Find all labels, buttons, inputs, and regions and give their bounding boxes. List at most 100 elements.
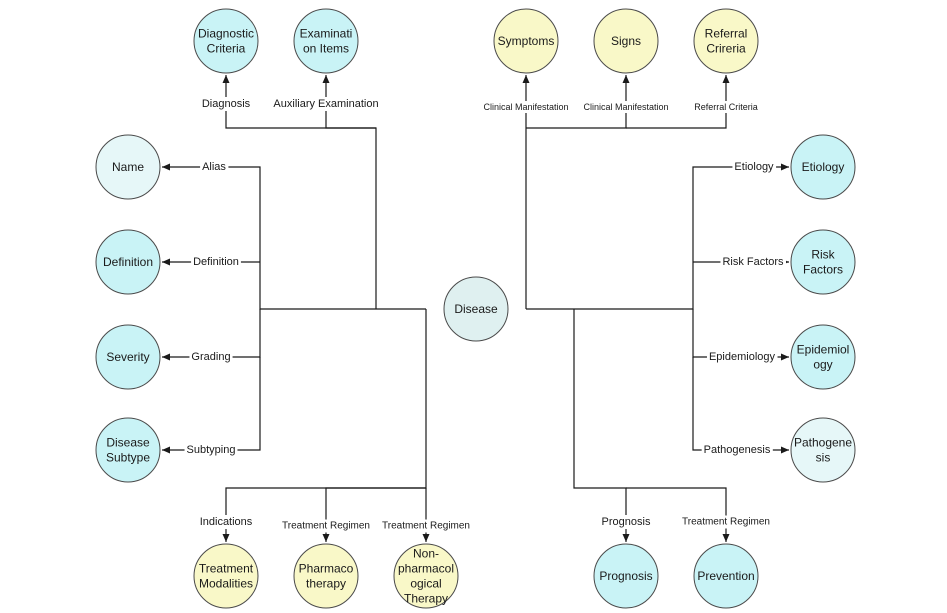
edge-label-text: Clinical Manifestation: [483, 102, 568, 112]
edge-line: [325, 75, 376, 129]
edge-line: [692, 357, 789, 451]
arrow-head-icon: [722, 75, 730, 83]
edge-label-background: [706, 350, 778, 364]
edge-label-referral-criteria-edge: Referral Criteria: [692, 101, 760, 113]
edge-label-text: Diagnosis: [202, 98, 251, 110]
edge-label-text: Treatment Regimen: [682, 517, 770, 528]
node-circle: [193, 543, 259, 609]
arrow-head-icon: [722, 534, 730, 542]
node-label-line: therapy: [306, 577, 346, 591]
node-circle: [790, 229, 856, 295]
arrow-head-icon: [522, 75, 530, 83]
node-label-line: Modalities: [199, 577, 253, 591]
edge-referral-criteria-edge: [626, 75, 730, 129]
edge-clinical-manifestation-symptoms: [522, 75, 530, 309]
edge-indications: [222, 309, 427, 542]
node-circle: [790, 134, 856, 200]
node-pathogenesis[interactable]: Pathogenesis: [790, 417, 856, 483]
node-symptoms[interactable]: Symptoms: [493, 8, 559, 74]
node-prognosis[interactable]: Prognosis: [593, 543, 659, 609]
edge-auxiliary-examination: [322, 75, 376, 129]
edge-label-background: [581, 101, 671, 113]
edge-label-auxiliary-examination: Auxiliary Examination: [271, 97, 381, 111]
edge-label-background: [271, 97, 381, 111]
node-signs[interactable]: Signs: [593, 8, 659, 74]
edge-label-prognosis-edge: Prognosis: [599, 515, 653, 529]
edge-label-background: [481, 101, 571, 113]
node-circle: [790, 324, 856, 390]
edge-subtyping: [162, 357, 261, 454]
edge-label-text: Auxiliary Examination: [273, 98, 378, 110]
node-etiology[interactable]: Etiology: [790, 134, 856, 200]
edge-labels-layer: Diagnosis Auxiliary Examination Clinical M…: [184, 97, 787, 533]
edge-alias: [162, 163, 426, 310]
edge-label-background: [197, 515, 255, 529]
edge-etiology-edge: [526, 163, 789, 310]
node-label-line: Subtype: [106, 451, 150, 465]
node-circle: [393, 543, 459, 609]
node-label-line: Factors: [803, 263, 843, 277]
node-definition[interactable]: Definition: [95, 229, 161, 295]
arrow-head-icon: [222, 534, 230, 542]
edge-label-background: [732, 160, 777, 174]
edge-label-text: Prognosis: [602, 516, 651, 528]
edge-label-indications: Indications: [197, 515, 255, 529]
edge-label-diagnosis: Diagnosis: [199, 97, 253, 111]
edge-label-background: [199, 97, 253, 111]
edge-line: [162, 309, 261, 358]
edge-label-text: Referral Criteria: [694, 102, 758, 112]
node-prevention[interactable]: Prevention: [693, 543, 759, 609]
node-label-line: Treatment: [199, 562, 254, 576]
edge-label-clinical-manifestation-symptoms: Clinical Manifestation: [481, 101, 571, 113]
edge-label-background: [680, 515, 772, 529]
node-label-line: ogy: [813, 358, 832, 372]
edge-label-background: [191, 255, 241, 269]
edge-label-text: Indications: [200, 516, 253, 528]
node-label-line: pharmacol: [398, 562, 454, 576]
arrow-head-icon: [222, 75, 230, 83]
edge-prognosis-edge: [573, 309, 630, 542]
node-label-line: Criteria: [207, 42, 246, 56]
node-examination-items[interactable]: Examination Items: [293, 8, 359, 74]
node-disease[interactable]: Disease: [443, 276, 509, 342]
node-label-line: Name: [112, 160, 144, 174]
edge-label-text: Grading: [191, 351, 230, 363]
edge-label-definition-edge: Definition: [191, 255, 241, 269]
node-label-line: Non-: [413, 547, 439, 561]
edge-line: [162, 357, 261, 451]
node-label-line: Epidemiol: [797, 343, 850, 357]
edge-line: [526, 166, 789, 310]
arrow-head-icon: [781, 353, 789, 361]
node-label-line: Referral: [705, 27, 748, 41]
node-label-line: Risk: [811, 248, 835, 262]
edge-label-background: [200, 160, 229, 174]
node-circle: [95, 324, 161, 390]
edge-treatment-regimen-nonpharmaco: [422, 488, 430, 542]
edge-label-background: [184, 443, 238, 457]
arrow-head-icon: [781, 446, 789, 454]
node-circle: [693, 8, 759, 74]
node-epidemiology[interactable]: Epidemiology: [790, 324, 856, 390]
edge-label-text: Treatment Regimen: [382, 521, 470, 532]
node-circle: [790, 417, 856, 483]
edge-label-grading: Grading: [189, 350, 233, 364]
node-label-line: Symptoms: [498, 34, 555, 48]
node-name[interactable]: Name: [95, 134, 161, 200]
node-label-line: Pathogene: [794, 436, 852, 450]
edge-label-text: Clinical Manifestation: [583, 102, 668, 112]
arrow-head-icon: [162, 163, 170, 171]
node-severity[interactable]: Severity: [95, 324, 161, 390]
node-label-line: Crireria: [706, 42, 746, 56]
node-circle: [443, 276, 509, 342]
edge-label-text: Epidemiology: [709, 351, 776, 363]
edge-line: [573, 309, 627, 542]
node-label-line: Examinati: [300, 27, 353, 41]
